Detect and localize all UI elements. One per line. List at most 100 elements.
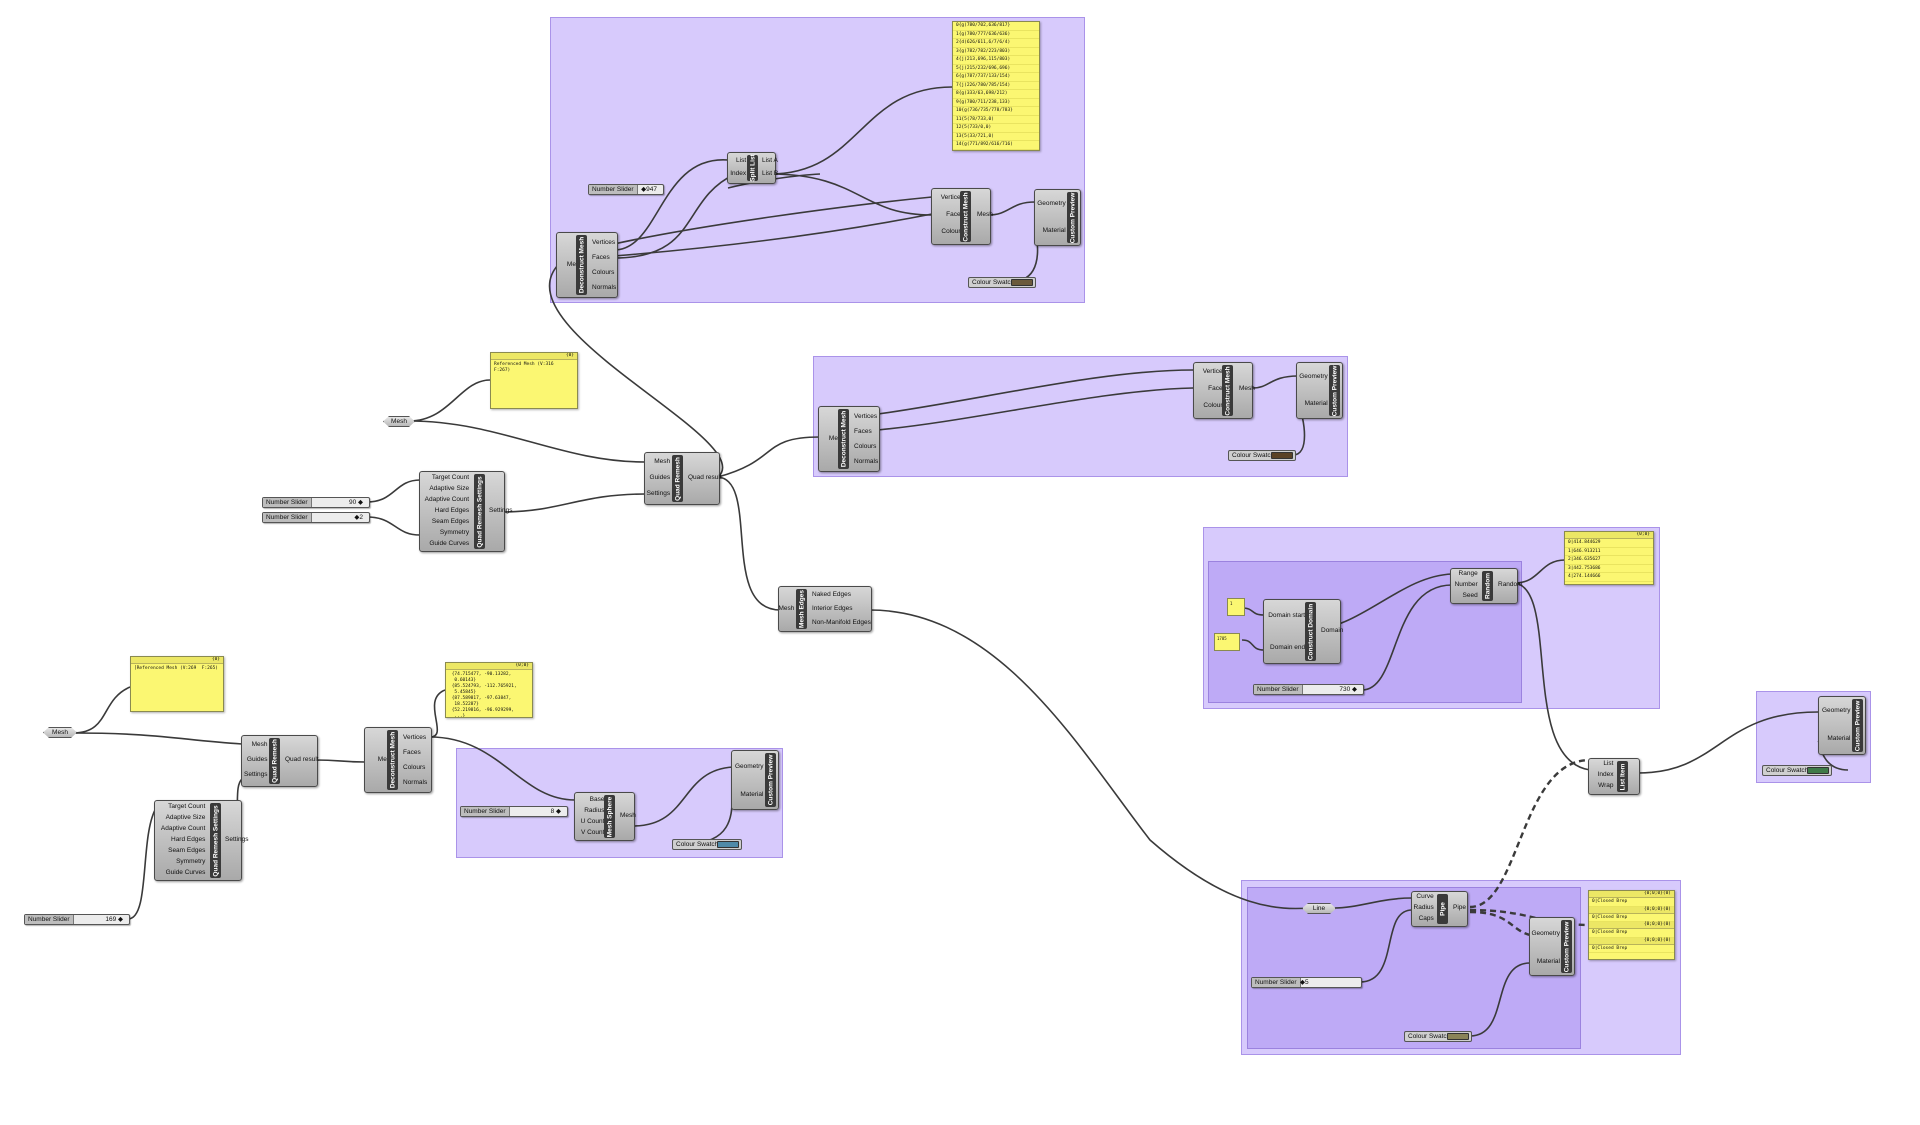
port-mesh[interactable]: Mesh	[251, 741, 268, 748]
port-faces[interactable]: Faces	[403, 749, 421, 756]
port-normals[interactable]: Normals	[854, 458, 879, 465]
port-interior-edges[interactable]: Interior Edges	[812, 605, 853, 612]
port-caps[interactable]: Caps	[1418, 915, 1434, 922]
port-symmetry[interactable]: Symmetry	[439, 529, 470, 536]
port-adaptive-size[interactable]: Adaptive Size	[165, 814, 206, 821]
quad-remesh-left[interactable]: Mesh Guides Settings Quad Remesh Quad re…	[241, 735, 319, 787]
port-colours[interactable]: Colours	[941, 228, 964, 235]
construct-mesh-middle[interactable]: Vertices Faces Colours Construct Mesh Me…	[1193, 362, 1255, 419]
port-domain-start[interactable]: Domain start	[1268, 612, 1306, 619]
construct-mesh-top[interactable]: Vertices Faces Colours Construct Mesh Me…	[931, 188, 993, 245]
mesh-sphere[interactable]: Base Radius U Count V Count Mesh Sphere …	[574, 792, 636, 841]
port-hard-edges[interactable]: Hard Edges	[171, 836, 206, 843]
port-colours[interactable]: Colours	[592, 269, 615, 276]
port-material[interactable]: Material	[1536, 958, 1560, 965]
port-non-manifold-edges[interactable]: Non-Manifold Edges	[812, 619, 871, 626]
port-quad-result[interactable]: Quad result	[688, 474, 722, 481]
port-faces[interactable]: Faces	[854, 428, 872, 435]
quad-remesh-settings-top[interactable]: Target Count Adaptive Size Adaptive Coun…	[419, 471, 513, 552]
panel-domain-end[interactable]: 1785	[1214, 633, 1240, 651]
port-colours[interactable]: Colours	[403, 764, 426, 771]
port-settings[interactable]: Settings	[646, 490, 671, 497]
port-adaptive-count[interactable]: Adaptive Count	[160, 825, 206, 832]
custom-preview-middle[interactable]: Geometry Material Custom Preview	[1296, 362, 1343, 419]
port-quad-result[interactable]: Quad result	[285, 756, 319, 763]
port-material[interactable]: Material	[1042, 227, 1066, 234]
number-slider-radius[interactable]: Number Slider 8 ◆	[460, 806, 568, 817]
port-mesh[interactable]: Mesh	[977, 211, 993, 218]
colour-swatch-middle[interactable]: Colour Swatch	[1228, 450, 1296, 461]
port-vertices[interactable]: Vertices	[1202, 368, 1226, 375]
custom-preview-right[interactable]: Geometry Material Custom Preview	[1818, 696, 1866, 755]
port-list-b[interactable]: List B	[762, 170, 779, 177]
number-slider-target[interactable]: Number Slider 90 ◆	[262, 497, 370, 508]
port-index[interactable]: Index	[1597, 771, 1614, 778]
deconstruct-mesh-top[interactable]: Mesh Deconstruct Mesh Vertices Faces Col…	[556, 232, 618, 298]
number-slider-target-left[interactable]: Number Slider 169 ◆	[24, 914, 130, 925]
deconstruct-mesh-middle[interactable]: Mesh Deconstruct Mesh Vertices Faces Col…	[818, 406, 880, 472]
port-settings[interactable]: Settings	[489, 507, 513, 514]
port-range[interactable]: Range	[1458, 570, 1478, 577]
port-radius[interactable]: Radius	[584, 807, 605, 814]
port-list[interactable]: List	[736, 157, 747, 164]
panel-domain-start[interactable]: 1	[1227, 598, 1245, 616]
number-slider-seed[interactable]: Number Slider 730 ◆	[1253, 684, 1364, 695]
port-settings[interactable]: Settings	[244, 771, 268, 778]
port-v-count[interactable]: V Count	[580, 829, 605, 836]
port-mesh[interactable]: Mesh	[1239, 385, 1255, 392]
construct-domain[interactable]: Domain start Domain end Construct Domain…	[1263, 599, 1343, 664]
port-symmetry[interactable]: Symmetry	[176, 858, 206, 865]
port-seed[interactable]: Seed	[1462, 592, 1478, 599]
port-naked-edges[interactable]: Naked Edges	[812, 591, 852, 598]
port-curve[interactable]: Curve	[1416, 893, 1434, 900]
port-u-count[interactable]: U Count	[580, 818, 605, 825]
list-item[interactable]: List Index Wrap List Item	[1588, 758, 1640, 795]
mesh-param-left[interactable]: Mesh	[43, 727, 77, 738]
port-seam-edges[interactable]: Seam Edges	[168, 847, 206, 854]
port-hard-edges[interactable]: Hard Edges	[434, 507, 470, 514]
port-list[interactable]: List	[1603, 760, 1614, 767]
port-faces[interactable]: Faces	[1208, 385, 1226, 392]
quad-remesh-top[interactable]: Mesh Guides Settings Quad Remesh Quad re…	[644, 452, 722, 505]
port-geometry[interactable]: Geometry	[1531, 930, 1560, 937]
port-mesh[interactable]: Mesh	[654, 458, 671, 465]
colour-swatch-top[interactable]: Colour Swatch	[968, 277, 1036, 288]
port-geometry[interactable]: Geometry	[1299, 373, 1328, 380]
port-radius[interactable]: Radius	[1413, 904, 1434, 911]
port-material[interactable]: Material	[740, 791, 764, 798]
port-normals[interactable]: Normals	[403, 779, 428, 786]
port-mesh[interactable]: Mesh	[778, 605, 795, 612]
port-domain-end[interactable]: Domain end	[1270, 644, 1306, 651]
split-list[interactable]: List Index Split List List A List B	[727, 152, 779, 184]
panel-vertex-list[interactable]: 0{g(780/702,636/817} 1{g(780/777/636/636…	[952, 21, 1040, 151]
port-material[interactable]: Material	[1827, 735, 1851, 742]
number-slider-index[interactable]: Number Slider ◆947	[588, 184, 664, 195]
port-guides[interactable]: Guides	[649, 474, 671, 481]
custom-preview-top[interactable]: Geometry Material Custom Preview	[1034, 189, 1081, 246]
colour-swatch-left[interactable]: Colour Swatch	[672, 839, 742, 850]
panel-random-values[interactable]: {0;0} 0|414.844629 1|646.913211 2|346.63…	[1564, 531, 1654, 585]
port-target-count[interactable]: Target Count	[168, 803, 206, 810]
port-list-a[interactable]: List A	[762, 157, 778, 164]
port-index[interactable]: Index	[730, 170, 747, 177]
port-geometry[interactable]: Geometry	[734, 763, 764, 770]
port-guide-curves[interactable]: Guide Curves	[165, 869, 206, 876]
port-geometry[interactable]: Geometry	[1821, 707, 1851, 714]
mesh-edges[interactable]: Mesh Mesh Edges Naked Edges Interior Edg…	[778, 586, 872, 632]
random[interactable]: Range Number Seed Random Random	[1450, 568, 1523, 604]
port-colours[interactable]: Colours	[1203, 402, 1226, 409]
mesh-param-top[interactable]: Mesh	[383, 416, 415, 427]
panel-closed-brep[interactable]: {0;0;0}(0) 0|Closed Brep {0;0;0}(0) 0|Cl…	[1588, 890, 1675, 960]
port-faces[interactable]: Faces	[592, 254, 610, 261]
port-mesh[interactable]: Mesh	[377, 756, 394, 763]
port-faces[interactable]: Faces	[946, 211, 964, 218]
port-base[interactable]: Base	[589, 796, 605, 803]
port-pipe[interactable]: Pipe	[1453, 904, 1467, 911]
port-guide-curves[interactable]: Guide Curves	[429, 540, 470, 547]
port-normals[interactable]: Normals	[592, 284, 617, 291]
port-settings[interactable]: Settings	[225, 836, 249, 843]
panel-ref-mesh-left[interactable]: {0} [Referenced Mesh (V:269 F:265)	[130, 656, 224, 712]
port-mesh[interactable]: Mesh	[828, 435, 845, 442]
port-vertices[interactable]: Vertices	[940, 194, 964, 201]
port-vertices[interactable]: Vertices	[854, 413, 878, 420]
